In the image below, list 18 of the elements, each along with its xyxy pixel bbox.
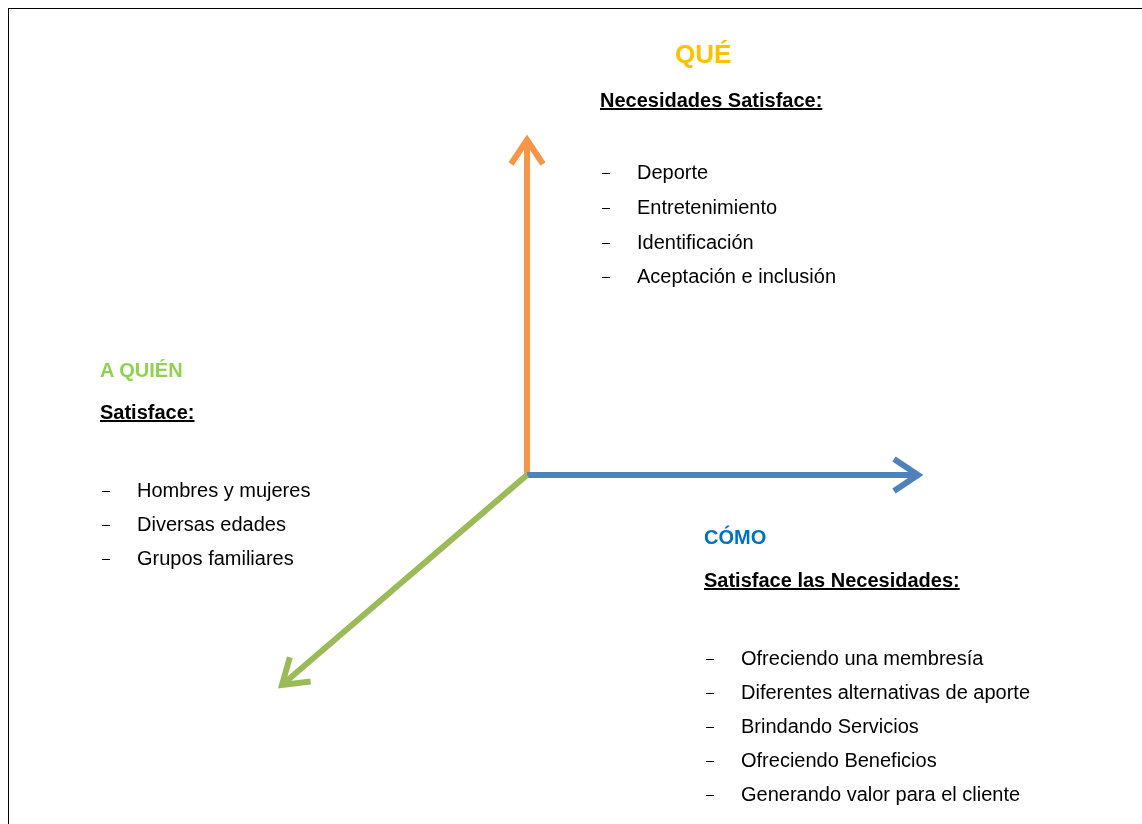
list-item: Identificación	[637, 230, 754, 254]
axis-heading: CÓMO	[704, 524, 767, 550]
list-item: Ofreciendo Beneficios	[741, 748, 937, 772]
section-heading: Satisface las Necesidades:	[704, 568, 960, 592]
list-item: Ofreciendo una membresía	[741, 646, 984, 670]
list-item: Grupos familiares	[137, 546, 294, 570]
list-item: Hombres y mujeres	[137, 478, 311, 502]
list-item: Deporte	[637, 160, 709, 184]
list-item: Entretenimiento	[637, 195, 778, 219]
list-item: Diferentes alternativas de aporte	[741, 680, 1031, 704]
section-heading: Satisface:	[100, 400, 195, 424]
list-item: Brindando Servicios	[741, 714, 919, 738]
list-item: Aceptación e inclusión	[637, 264, 836, 288]
axis-heading: QUÉ	[675, 38, 732, 70]
list-item: Generando valor para el cliente	[741, 782, 1021, 806]
list-item: Diversas edades	[137, 512, 286, 536]
section-heading: Necesidades Satisface:	[600, 88, 823, 112]
axis-heading: A QUIÉN	[100, 358, 183, 383]
